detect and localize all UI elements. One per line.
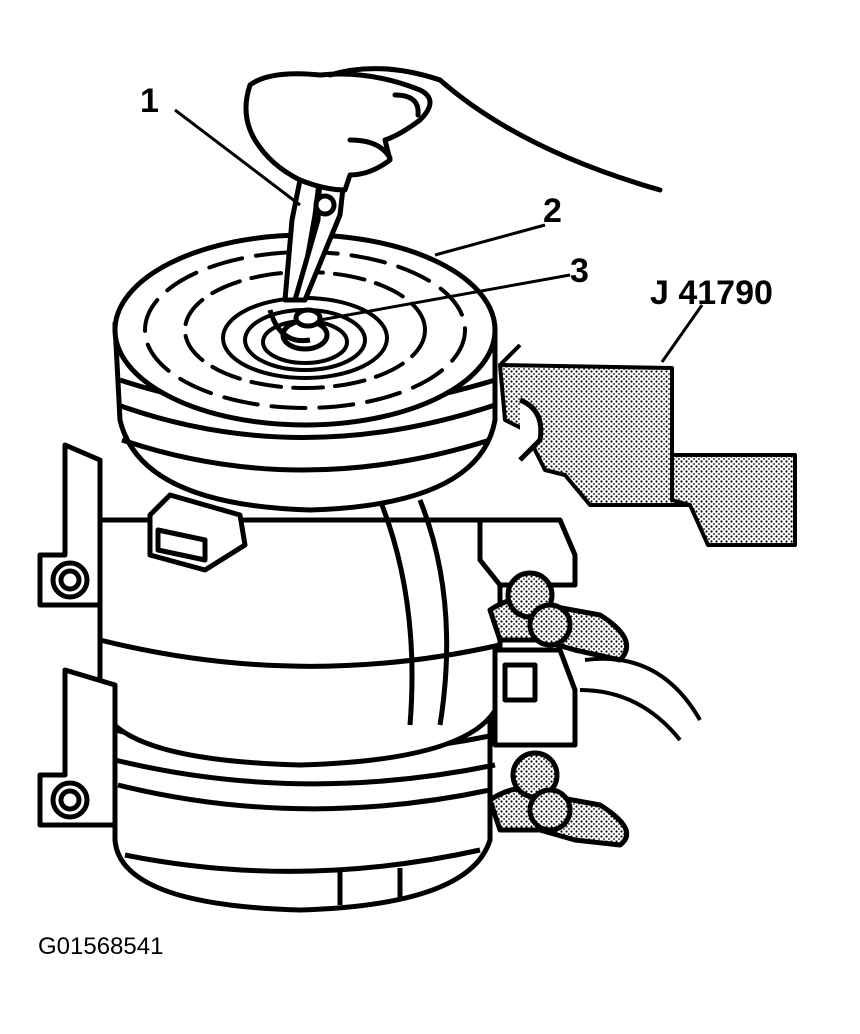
wing-nut-upper bbox=[487, 570, 630, 663]
callout-1: 1 bbox=[140, 82, 159, 120]
wing-nut-lower bbox=[487, 750, 630, 848]
tool-label: J 41790 bbox=[650, 274, 773, 312]
technician-hand bbox=[243, 66, 663, 193]
leader-lines bbox=[174, 108, 704, 363]
holding-fixture bbox=[498, 343, 797, 547]
electrical-connector bbox=[147, 492, 248, 573]
snap-ring-pliers bbox=[267, 167, 348, 344]
mounting-ears-right bbox=[477, 397, 578, 748]
figure-id: G01568541 bbox=[38, 933, 163, 960]
mounting-ears-left bbox=[37, 442, 118, 828]
callout-3: 3 bbox=[570, 252, 589, 290]
fixture-rod bbox=[579, 656, 702, 742]
compressor-body bbox=[97, 499, 503, 913]
callout-2: 2 bbox=[543, 192, 562, 230]
